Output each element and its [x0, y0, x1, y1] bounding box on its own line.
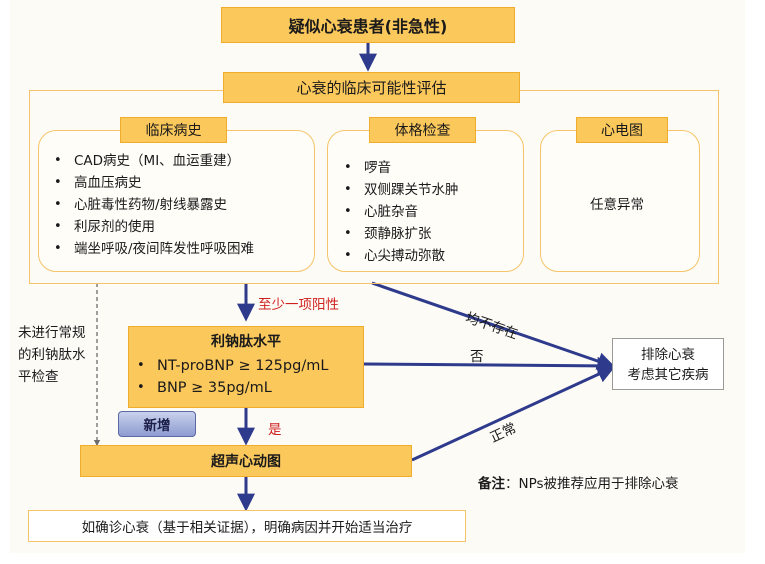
ecg-text: 任意异常	[590, 197, 644, 213]
echo-box-text: 超声心动图	[211, 454, 281, 470]
ecg-title-text: 心电图	[601, 123, 643, 139]
assessment-box-text: 心衰的临床可能性评估	[296, 79, 447, 97]
history-item: 高血压病史	[52, 172, 254, 194]
bottom-box-text: 如确诊心衰（基于相关证据），明确病因并开始适当治疗	[81, 520, 413, 536]
label-yes: 是	[268, 422, 282, 438]
history-title: 临床病史	[120, 117, 227, 143]
np-box: 利钠肽水平 NT-proBNP ≥ 125pg/mL BNP ≥ 35pg/mL	[128, 326, 364, 408]
history-item: CAD病史（MI、血运重建）	[52, 150, 254, 172]
np-item: NT-proBNP ≥ 125pg/mL	[135, 355, 328, 377]
remark-text: ：NPs被推荐应用于排除心衰	[505, 476, 679, 492]
history-item: 端坐呼吸/夜间阵发性呼吸困难	[52, 238, 254, 260]
exclude-line1: 排除心衰	[641, 347, 695, 363]
history-item: 利尿剂的使用	[52, 216, 254, 238]
exam-item: 啰音	[342, 157, 459, 179]
np-item: BNP ≥ 35pg/mL	[135, 377, 328, 399]
arrow-none-present	[371, 281, 616, 370]
bottom-box: 如确诊心衰（基于相关证据），明确病因并开始适当治疗	[28, 510, 466, 542]
history-list: CAD病史（MI、血运重建） 高血压病史 心脏毒性药物/射线暴露史 利尿剂的使用…	[52, 150, 254, 260]
arrow-normal	[411, 365, 616, 462]
history-title-text: 临床病史	[145, 123, 202, 139]
np-list: NT-proBNP ≥ 125pg/mL BNP ≥ 35pg/mL	[135, 355, 328, 399]
exam-title-text: 体格检查	[394, 123, 451, 139]
side-note: 未进行常规的利钠肽水平检查	[18, 325, 86, 385]
assessment-box: 心衰的临床可能性评估	[223, 72, 520, 103]
exam-item: 双侧踝关节水肿	[342, 179, 459, 201]
exam-item: 颈静脉扩张	[342, 223, 459, 245]
label-at-least-one: 至少一项阳性	[258, 297, 339, 313]
history-item: 心脏毒性药物/射线暴露史	[52, 194, 254, 216]
exam-item: 心尖搏动弥散	[342, 245, 459, 267]
new-badge-text: 新增	[143, 418, 171, 434]
remark-label: 备注	[478, 476, 505, 492]
ecg-title: 心电图	[576, 117, 668, 143]
exclude-box: 排除心衰 考虑其它疾病	[612, 338, 724, 390]
ecg-panel	[540, 130, 700, 272]
exclude-line2: 考虑其它疾病	[627, 367, 709, 383]
new-badge: 新增	[118, 411, 196, 437]
np-title: 利钠肽水平	[211, 334, 281, 350]
exam-title: 体格检查	[369, 117, 476, 143]
exam-list: 啰音 双侧踝关节水肿 心脏杂音 颈静脉扩张 心尖搏动弥散	[342, 157, 459, 267]
arrow-no	[363, 356, 616, 375]
top-box: 疑似心衰患者(非急性)	[221, 7, 515, 43]
top-box-text: 疑似心衰患者(非急性)	[288, 17, 448, 36]
exam-item: 心脏杂音	[342, 201, 459, 223]
label-no: 否	[470, 349, 484, 365]
remark: 备注：NPs被推荐应用于排除心衰	[478, 472, 679, 492]
echo-box: 超声心动图	[80, 445, 412, 477]
